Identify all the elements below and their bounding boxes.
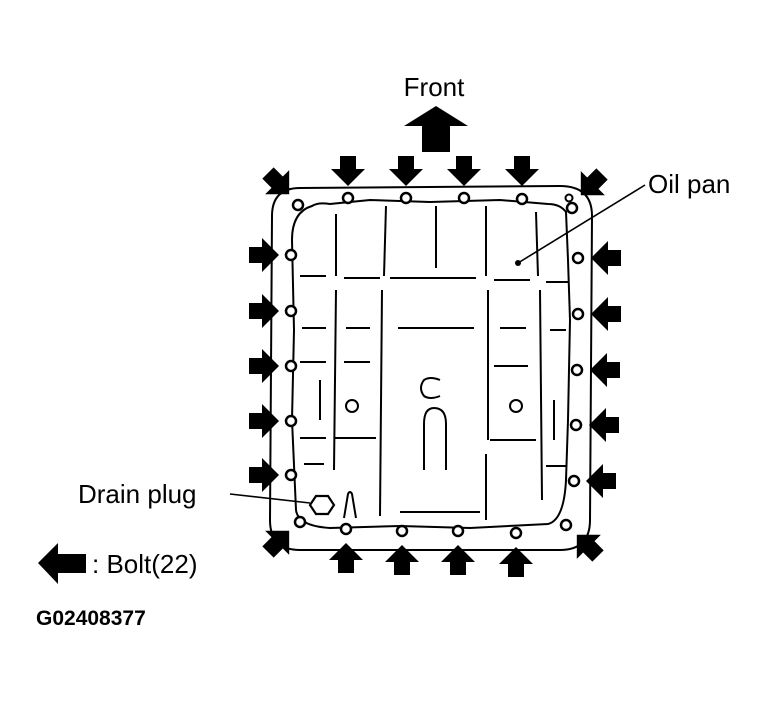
oil-pan-center-slot [423,406,447,470]
bolt-arrow-icon [589,408,619,442]
bolt-arrow-icon [564,522,611,569]
bolt-arrow-icon [249,238,279,272]
bolt-arrow-icon [249,294,279,328]
oil-pan-label: Oil pan [648,169,730,199]
oil-pan-drain-slot [343,491,357,519]
bolt-hole [570,363,584,377]
bolt-arrow-icon [249,349,279,383]
front-arrow-icon [404,106,468,152]
bolt-hole [509,526,523,540]
bolt-arrow-icon [389,156,423,186]
bolt-arrow-icon [590,353,620,387]
bolt-arrow-icon [249,404,279,438]
bolt-arrow-icon [329,543,363,573]
legend-bolt-label: : Bolt(22) [92,549,198,579]
bolt-hole [559,518,573,532]
bolt-arrow-icon [255,160,302,207]
drain-plug-hexagon-icon [308,494,336,516]
bolt-hole [565,201,579,215]
figure-code: G02408377 [36,607,146,630]
drain-plug-leader-line [229,493,311,504]
bolt-hole [284,248,298,262]
bolt-hole [293,515,307,529]
front-label: Front [404,72,465,102]
drain-plug-label: Drain plug [78,479,197,509]
bolt-hole [571,307,585,321]
bolt-hole [457,191,471,205]
bolt-hole [515,192,529,206]
bolt-hole [291,198,305,212]
bolt-hole [284,359,298,373]
legend: : Bolt(22) [38,543,198,584]
bolt-arrow-icon [447,156,481,186]
bolt-hole [284,468,298,482]
bolt-hole [399,191,413,205]
oil-pan-boss-left [345,399,359,413]
legend-bolt-arrow-icon [38,543,86,584]
oil-pan-inner-edge [290,198,572,530]
bolt-hole [567,474,581,488]
bolt-hole [571,251,585,265]
bolt-arrow-icon [331,156,365,186]
oil-pan-ribs [300,205,568,520]
oil-pan-boss-right [509,399,523,413]
bolt-hole [395,524,409,538]
bolt-arrow-icon [505,156,539,186]
bolt-hole [451,524,465,538]
bolt-hole [339,522,353,536]
bolt-arrow-icon [499,547,533,577]
oil-pan-leader-dot [515,260,521,266]
bolt-holes [284,191,585,540]
bolt-hole [341,191,355,205]
bolt-arrow-icon [249,458,279,492]
oil-pan-small-hole [564,193,574,203]
bolt-hole [569,418,583,432]
bolt-hole [284,414,298,428]
bolt-arrow-icon [591,241,621,275]
oil-pan-c-mark [420,377,441,399]
bolt-arrow-icon [255,518,302,565]
oil-pan [268,184,594,551]
oil-pan-leader-line [517,184,646,264]
bolt-arrow-icon [568,161,615,208]
bolt-hole [284,304,298,318]
oil-pan-outer-flange [268,184,594,551]
bolt-arrow-icon [591,297,621,331]
